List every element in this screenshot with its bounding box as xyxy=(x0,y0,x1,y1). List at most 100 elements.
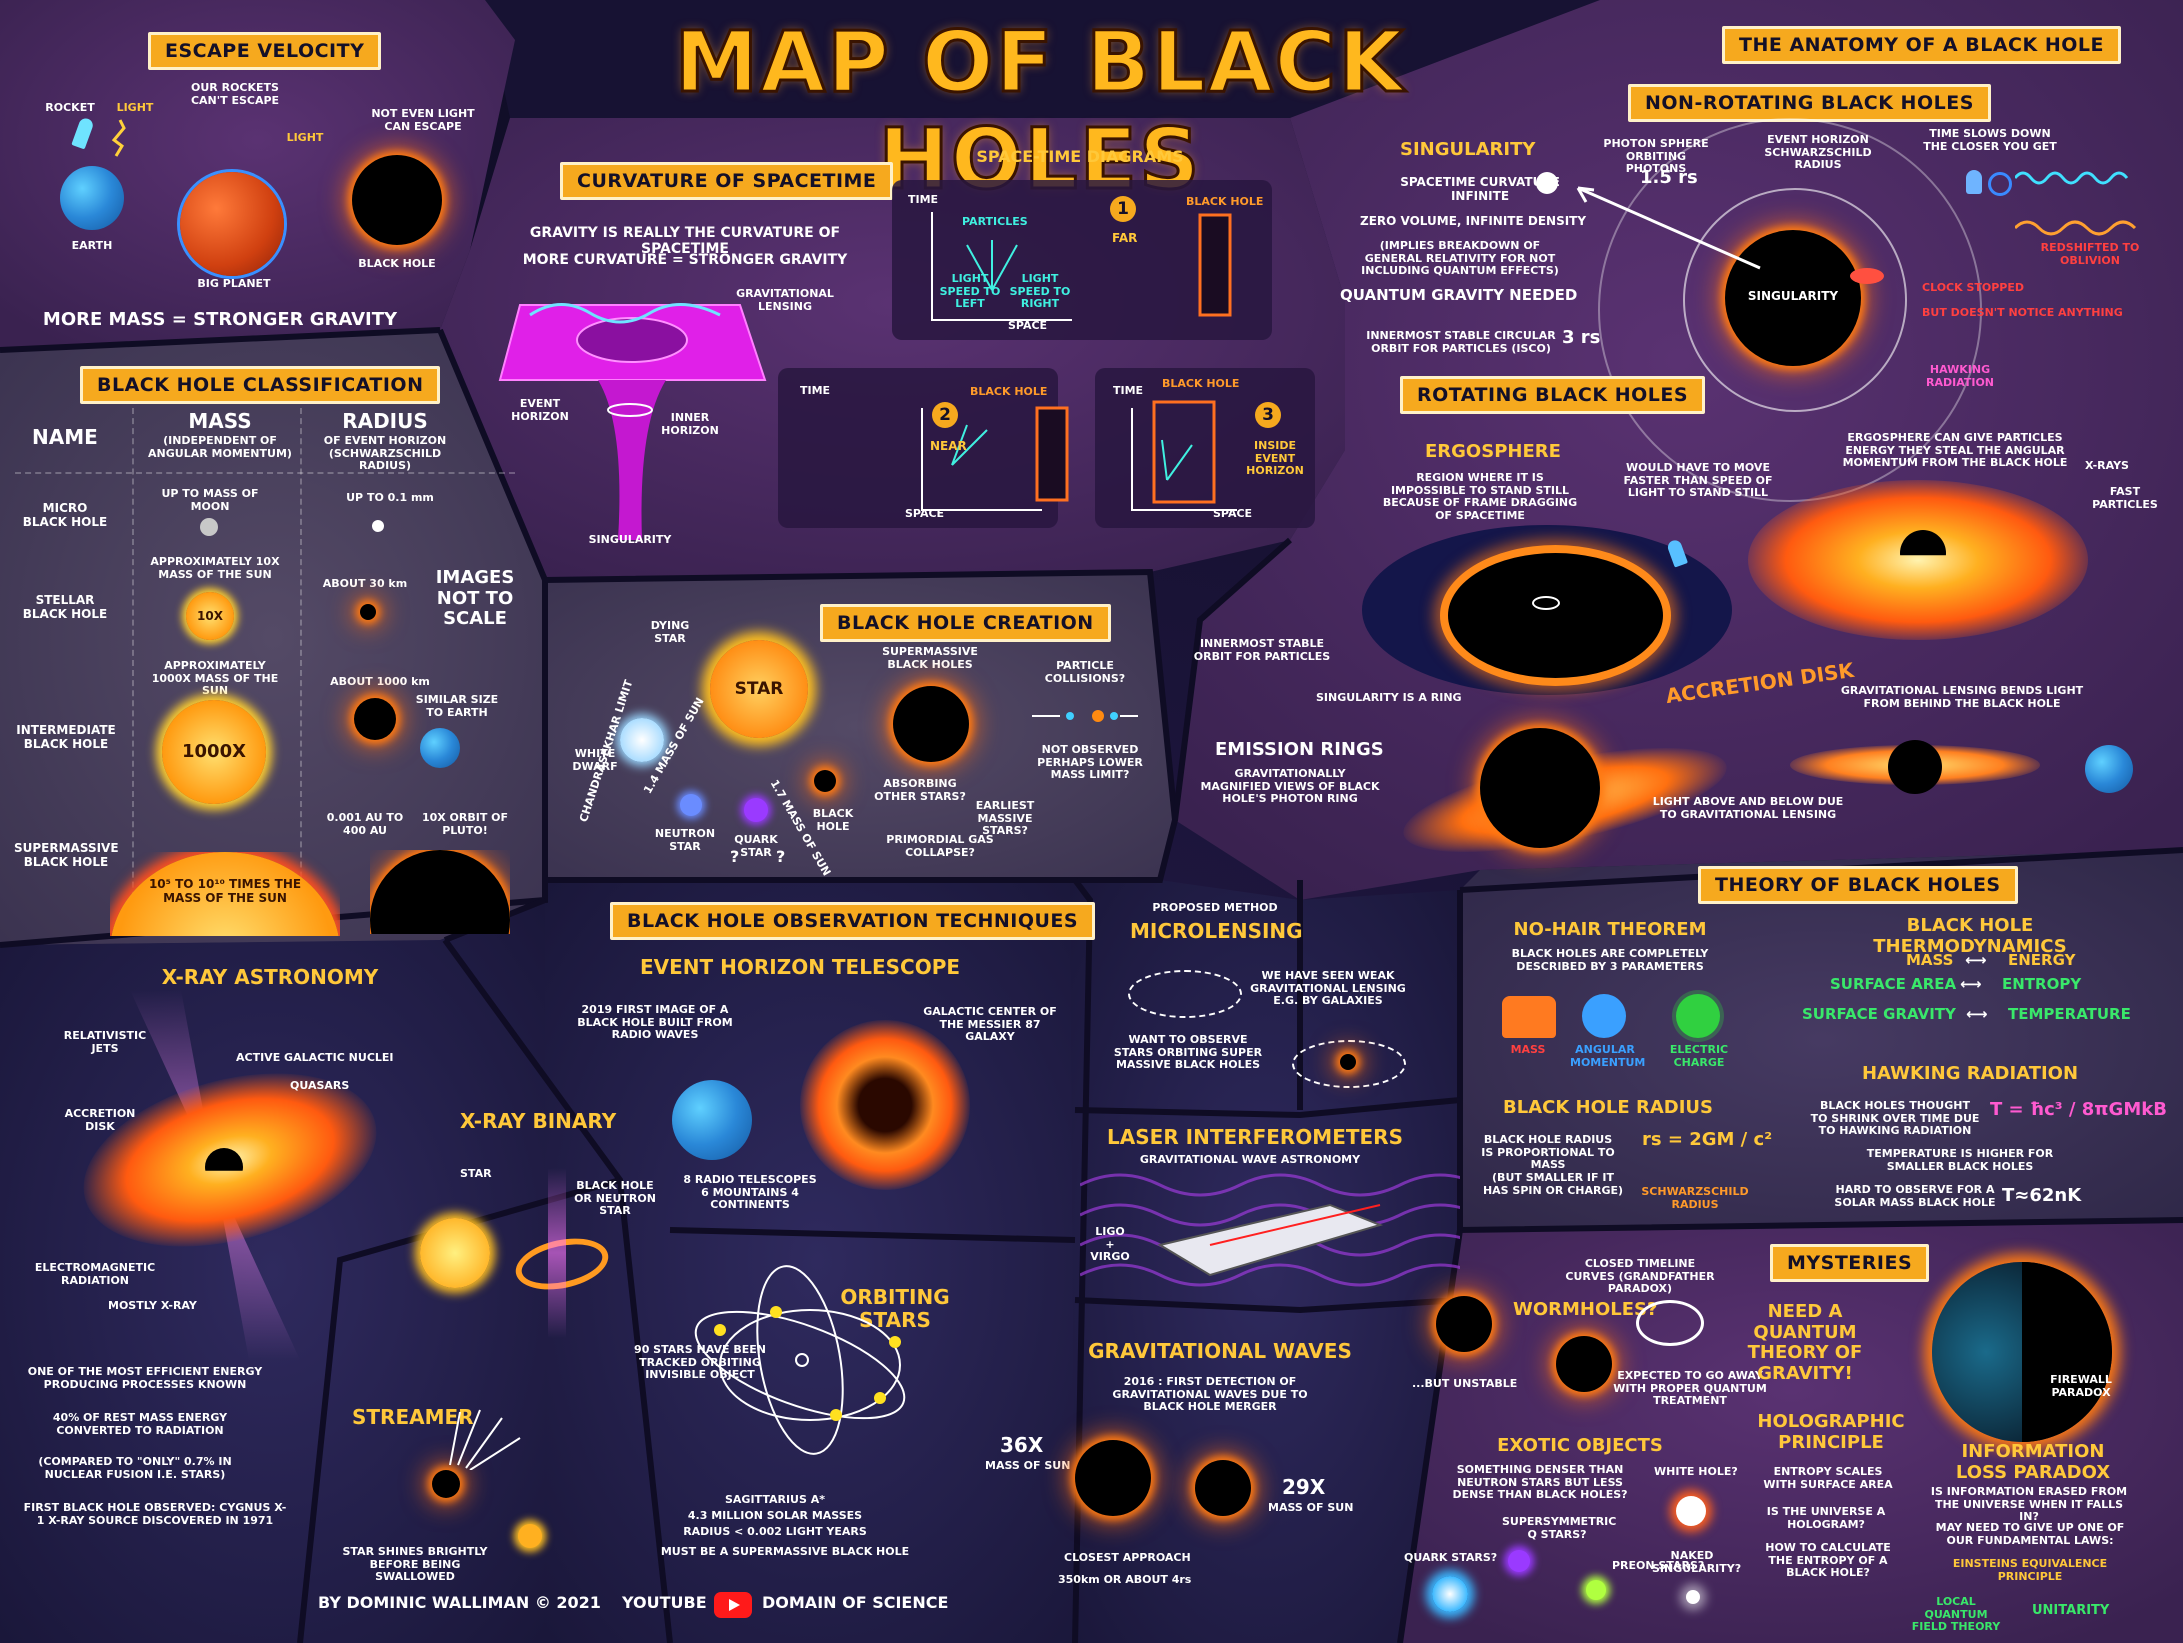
mass-36-value: 36X xyxy=(1000,1433,1044,1457)
curvature-heading: CURVATURE OF SPACETIME xyxy=(560,162,894,200)
singularity-title: SINGULARITY xyxy=(1400,139,1536,160)
rotating-heading: ROTATING BLACK HOLES xyxy=(1400,376,1706,414)
preon-label: PREON STARS? xyxy=(1612,1559,1705,1572)
info-loss-desc: IS INFORMATION ERASED FROM THE UNIVERSE … xyxy=(1930,1485,2128,1524)
big-planet-icon xyxy=(180,172,284,276)
row-intermediate-radius: ABOUT 1000 km xyxy=(330,675,430,688)
thermo-arrow-3: ⟷ xyxy=(1966,1005,1988,1023)
theory-heading: THEORY OF BLACK HOLES xyxy=(1698,866,2018,904)
micro-bh-icon xyxy=(372,520,384,532)
diagram-number-3: 3 xyxy=(1255,402,1281,428)
youtube-icon[interactable] xyxy=(714,1592,752,1618)
diagram-number-1: 1 xyxy=(1110,196,1136,222)
firewall-sphere xyxy=(1932,1262,2112,1442)
forty-percent-label: 40% OF REST MASS ENERGY CONVERTED TO RAD… xyxy=(52,1411,228,1437)
collision-icon xyxy=(1030,708,1140,722)
white-dwarf-label: WHITE DWARF xyxy=(572,747,618,773)
ctc-label: CLOSED TIMELINE CURVES (GRANDFATHER PARA… xyxy=(1565,1257,1715,1296)
thermo-arrow-2: ⟷ xyxy=(1960,975,1982,993)
jets-label: RELATIVISTIC JETS xyxy=(63,1029,147,1055)
fast-particles-label: FAST PARTICLES xyxy=(2092,485,2158,511)
astronaut-icon xyxy=(1966,170,1982,194)
col-divider-2 xyxy=(300,408,302,928)
no-hair-title: NO-HAIR THEOREM xyxy=(1513,919,1707,940)
earth-label: EARTH xyxy=(71,239,113,252)
telescopes-label: 8 RADIO TELESCOPES 6 MOUNTAINS 4 CONTINE… xyxy=(683,1173,817,1212)
mass-36-unit: MASS OF SUN xyxy=(985,1459,1071,1472)
thermo-temperature: TEMPERATURE xyxy=(2008,1005,2131,1023)
wormholes-title: WORMHOLES? xyxy=(1513,1299,1658,1320)
denser-label: SOMETHING DENSER THAN NEUTRON STARS BUT … xyxy=(1452,1463,1628,1502)
redshifted-label: REDSHIFTED TO OBLIVION xyxy=(2040,241,2140,267)
merger-bh-2 xyxy=(1195,1460,1251,1516)
streamer-bh-icon xyxy=(432,1470,460,1498)
gw-first-label: 2016 : FIRST DETECTION OF GRAVITATIONAL … xyxy=(1112,1375,1308,1414)
hawking-desc: BLACK HOLES THOUGHT TO SHRINK OVER TIME … xyxy=(1810,1099,1980,1138)
t-value: T≈62nK xyxy=(2002,1185,2082,1206)
hawking-title: HAWKING RADIATION xyxy=(1861,1063,2079,1084)
bh-radius-desc: BLACK HOLE RADIUS IS PROPORTIONAL TO MAS… xyxy=(1481,1133,1615,1172)
thermo-arrow-1: ⟷ xyxy=(1965,951,1987,969)
binary-jet-icon xyxy=(548,1168,566,1338)
streamer-arrows-icon xyxy=(449,1409,521,1470)
far-label: FAR xyxy=(1112,231,1138,245)
event-horizon-label: EVENT HORIZON xyxy=(511,397,569,423)
ergo-energy-label: ERGOSPHERE CAN GIVE PARTICLES ENERGY THE… xyxy=(1842,431,2068,470)
calc-entropy-label: HOW TO CALCULATE THE ENTROPY OF A BLACK … xyxy=(1765,1541,1891,1580)
hawking-radiation-label: HAWKING RADIATION xyxy=(1925,363,1995,389)
streamer-desc: STAR SHINES BRIGHTLY BEFORE BEING SWALLO… xyxy=(342,1545,488,1584)
row-supermassive-mass: 10⁵ TO 10¹⁰ TIMES THE MASS OF THE SUN xyxy=(148,877,302,905)
creation-bh-label: BLACK HOLE xyxy=(812,807,854,833)
white-hole-label: WHITE HOLE? xyxy=(1654,1465,1738,1478)
light-left-label: LIGHT SPEED TO LEFT xyxy=(939,272,1001,311)
sagittarius-label: SAGITTARIUS A* xyxy=(725,1493,825,1506)
rocket-label: ROCKET xyxy=(45,101,95,114)
isco-value: 3 rs xyxy=(1562,327,1601,348)
curvature-infinite-label: SPACETIME CURVATURE INFINITE xyxy=(1400,175,1560,203)
spacetime-heading: SPACE-TIME DIAGRAMS xyxy=(976,147,1184,166)
supermassive-creation-icon xyxy=(893,686,969,762)
white-hole-icon xyxy=(1676,1496,1706,1526)
youtube-label: YOUTUBE xyxy=(622,1593,707,1612)
space-axis-label-1: SPACE xyxy=(1008,319,1048,332)
holographic-title: HOLOGRAPHIC PRINCIPLE xyxy=(1757,1411,1905,1453)
angular-momentum-icon xyxy=(1582,994,1626,1038)
quark-question-2: ? xyxy=(776,847,786,866)
row-micro-radius: UP TO 0.1 mm xyxy=(346,491,434,504)
microlensing-title: MICROLENSING xyxy=(1130,919,1303,943)
channel-name[interactable]: DOMAIN OF SCIENCE xyxy=(762,1593,949,1612)
bh-label-1: BLACK HOLE xyxy=(1186,195,1264,208)
small-bh-icon xyxy=(814,770,836,792)
big-planet-label: BIG PLANET xyxy=(197,277,271,290)
ergosphere-description: REGION WHERE IT IS IMPOSSIBLE TO STAND S… xyxy=(1382,471,1578,522)
susy-label: SUPERSYMMETRIC Q STARS? xyxy=(1502,1515,1617,1541)
mass-29-unit: MASS OF SUN xyxy=(1268,1501,1354,1514)
isco-orbit xyxy=(1598,118,1982,502)
ring-singularity-icon xyxy=(1532,596,1560,610)
observer-earth-icon xyxy=(2085,745,2133,793)
sag-radius-label: RADIUS < 0.002 LIGHT YEARS xyxy=(683,1525,867,1538)
dying-star-label: DYING STAR xyxy=(650,619,690,645)
not-even-light-label: NOT EVEN LIGHT CAN ESCAPE xyxy=(371,107,475,133)
closest-approach-label: CLOSEST APPROACH xyxy=(1064,1551,1191,1564)
firewall-label: FIREWALL PARADOX xyxy=(2050,1373,2112,1399)
row-stellar-name: STELLAR BLACK HOLE xyxy=(22,593,108,621)
escape-panel-bg xyxy=(0,0,515,350)
thermo-surface-area: SURFACE AREA xyxy=(1830,975,1957,993)
ligo-label: LIGO + VIRGO xyxy=(1090,1225,1130,1264)
electric-charge-icon xyxy=(1676,994,1720,1038)
quark-stars-label: QUARK STARS? xyxy=(1404,1551,1498,1564)
quantum-gravity-label: QUANTUM GRAVITY NEEDED xyxy=(1340,286,1578,304)
time-loop-icon xyxy=(1636,1300,1704,1346)
lqft-label: LOCAL QUANTUM FIELD THEORY xyxy=(1911,1595,2001,1634)
primordial-label: PRIMORDIAL GAS COLLAPSE? xyxy=(886,833,994,859)
curvature-line2: MORE CURVATURE = STRONGER GRAVITY xyxy=(522,252,848,268)
susy-star-icon xyxy=(1508,1550,1530,1572)
absorbing-label: ABSORBING OTHER STARS? xyxy=(874,777,966,803)
laser-interferometers-title: LASER INTERFEROMETERS xyxy=(1107,1125,1403,1149)
thermo-entropy: ENTROPY xyxy=(2002,975,2082,993)
stellar-bh-icon xyxy=(360,604,376,620)
quark-star-label: QUARK STAR xyxy=(734,833,778,859)
row-supermassive-radius: 0.001 AU TO 400 AU xyxy=(326,811,404,837)
rotating-black-hole xyxy=(1440,545,1671,686)
